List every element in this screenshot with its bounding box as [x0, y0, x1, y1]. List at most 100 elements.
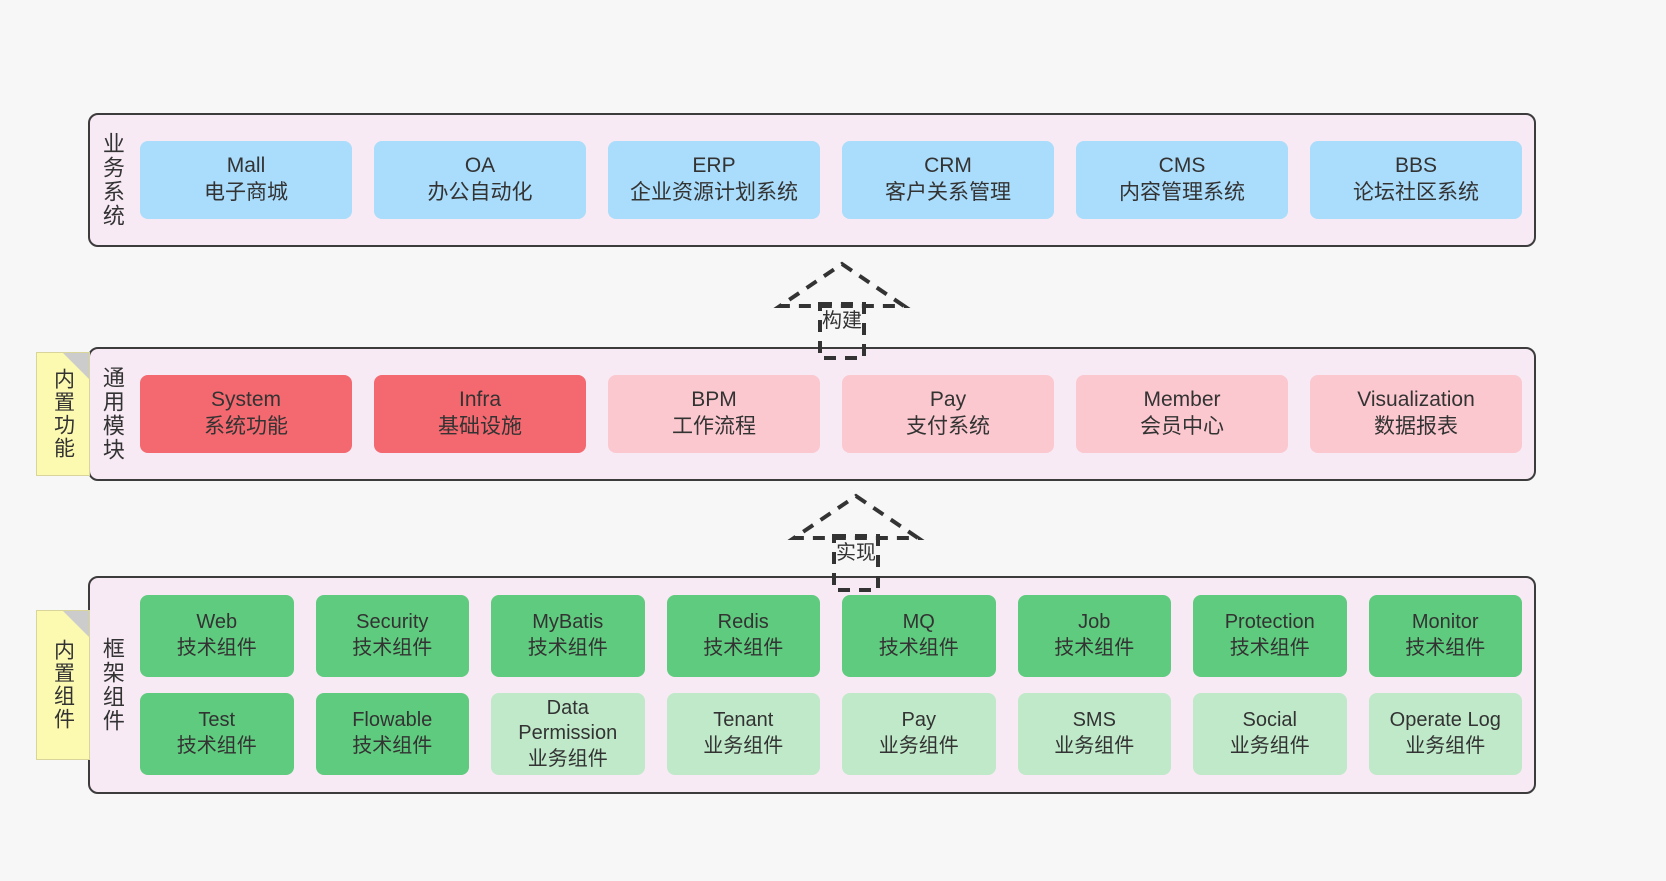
- component-name-cn: 企业资源计划系统: [630, 181, 798, 204]
- component-card[interactable]: Pay 业务组件: [842, 693, 996, 775]
- component-name-en: System: [210, 388, 281, 412]
- component-name-cn: 客户关系管理: [885, 181, 1011, 204]
- component-name-en: Member: [1143, 388, 1221, 412]
- component-name-en: MQ: [902, 611, 935, 634]
- component-name-cn: 电子商城: [204, 181, 288, 204]
- component-card[interactable]: Job 技术组件: [1017, 595, 1171, 677]
- component-card[interactable]: BBS 论坛社区系统: [1310, 141, 1522, 219]
- component-name-en: Social: [1242, 709, 1297, 732]
- component-card[interactable]: Social 业务组件: [1193, 693, 1347, 775]
- component-card[interactable]: Monitor 技术组件: [1368, 595, 1522, 677]
- component-name-en: BBS: [1394, 154, 1438, 178]
- connector-build: 构建: [752, 258, 932, 363]
- component-name-cn: 技术组件: [176, 637, 257, 659]
- component-name-en: MyBatis: [532, 611, 604, 634]
- component-name-cn: 技术组件: [1229, 637, 1310, 659]
- sticky-note-common: 内置功能: [36, 352, 90, 476]
- component-card[interactable]: Mall 电子商城: [140, 141, 352, 219]
- component-card[interactable]: Protection 技术组件: [1193, 595, 1347, 677]
- component-card[interactable]: Operate Log 业务组件: [1368, 693, 1522, 775]
- component-name-cn: 支付系统: [906, 415, 990, 438]
- component-name-en: Redis: [717, 611, 769, 634]
- sticky-note-label: 内置功能: [51, 368, 75, 460]
- component-name-en: Mall: [226, 154, 266, 178]
- component-name-en: SMS: [1072, 709, 1116, 732]
- component-card[interactable]: Tenant 业务组件: [666, 693, 820, 775]
- component-card[interactable]: MyBatis 技术组件: [491, 595, 645, 677]
- component-name-cn: 业务组件: [703, 735, 784, 757]
- component-name-en: Protection: [1224, 611, 1315, 634]
- page-fold-icon: [63, 611, 89, 637]
- component-card[interactable]: OA 办公自动化: [374, 141, 586, 219]
- connector-label-implement: 实现: [836, 542, 876, 564]
- sticky-note-label: 内置组件: [51, 639, 75, 731]
- component-card[interactable]: Member 会员中心: [1076, 375, 1288, 453]
- component-name-cn: 会员中心: [1140, 415, 1224, 438]
- component-name-cn: 技术组件: [1405, 637, 1486, 659]
- component-card[interactable]: Infra 基础设施: [374, 375, 586, 453]
- component-name-en: ERP: [692, 154, 736, 178]
- generalization-arrow-icon: [773, 261, 911, 360]
- component-name-cn: 业务组件: [527, 747, 608, 770]
- layer-label-framework: 框架组件: [99, 637, 125, 733]
- component-name-cn: 基础设施: [438, 415, 522, 438]
- component-name-cn: 技术组件: [352, 735, 433, 757]
- component-name-en: OA: [464, 154, 496, 178]
- component-card[interactable]: Security 技术组件: [315, 595, 469, 677]
- component-name-en: Infra: [458, 388, 502, 412]
- component-card[interactable]: SMS 业务组件: [1017, 693, 1171, 775]
- component-card[interactable]: Redis 技术组件: [666, 595, 820, 677]
- connector-label-build: 构建: [822, 310, 862, 332]
- component-card[interactable]: Visualization 数据报表: [1310, 375, 1522, 453]
- component-name-en: Monitor: [1411, 611, 1479, 634]
- component-card[interactable]: ERP 企业资源计划系统: [608, 141, 820, 219]
- component-name-cn: 工作流程: [672, 415, 756, 438]
- layer-label-business: 业务系统: [99, 132, 125, 228]
- component-card[interactable]: Web 技术组件: [140, 595, 294, 677]
- component-name-en: Test: [198, 709, 236, 732]
- component-name-en: Job: [1078, 611, 1111, 634]
- component-name-en: Tenant: [713, 709, 774, 732]
- component-name-cn: 数据报表: [1374, 415, 1458, 438]
- component-name-cn: 内容管理系统: [1119, 181, 1245, 204]
- component-name-cn: 业务组件: [878, 735, 959, 757]
- component-name-cn: 技术组件: [176, 735, 257, 757]
- component-name-en: Operate Log: [1389, 709, 1501, 732]
- component-name-cn: 业务组件: [1229, 735, 1310, 757]
- component-name-en: Visualization: [1357, 388, 1475, 412]
- component-name-en: Pay: [901, 709, 936, 732]
- component-name-cn: 技术组件: [352, 637, 433, 659]
- component-name-cn: 办公自动化: [427, 181, 533, 204]
- component-card[interactable]: Test 技术组件: [140, 693, 294, 775]
- sticky-note-framework: 内置组件: [36, 610, 90, 760]
- component-name-en: Web: [196, 611, 238, 634]
- page-fold-icon: [63, 353, 89, 379]
- component-name-cn: 技术组件: [1054, 637, 1135, 659]
- component-name-cn: 业务组件: [1054, 735, 1135, 757]
- layer-framework: 框架组件 Web 技术组件 Security 技术组件 MyBatis 技术组件 Redis 技…: [88, 576, 1536, 794]
- component-name-en: Security: [356, 611, 429, 634]
- component-name-cn: 技术组件: [527, 637, 608, 659]
- component-name-cn: 业务组件: [1405, 735, 1486, 757]
- component-card[interactable]: BPM 工作流程: [608, 375, 820, 453]
- component-name-cn: 论坛社区系统: [1353, 181, 1479, 204]
- component-name-cn: 技术组件: [703, 637, 784, 659]
- generalization-arrow-icon: [787, 493, 925, 592]
- component-name-en: BPM: [691, 388, 737, 412]
